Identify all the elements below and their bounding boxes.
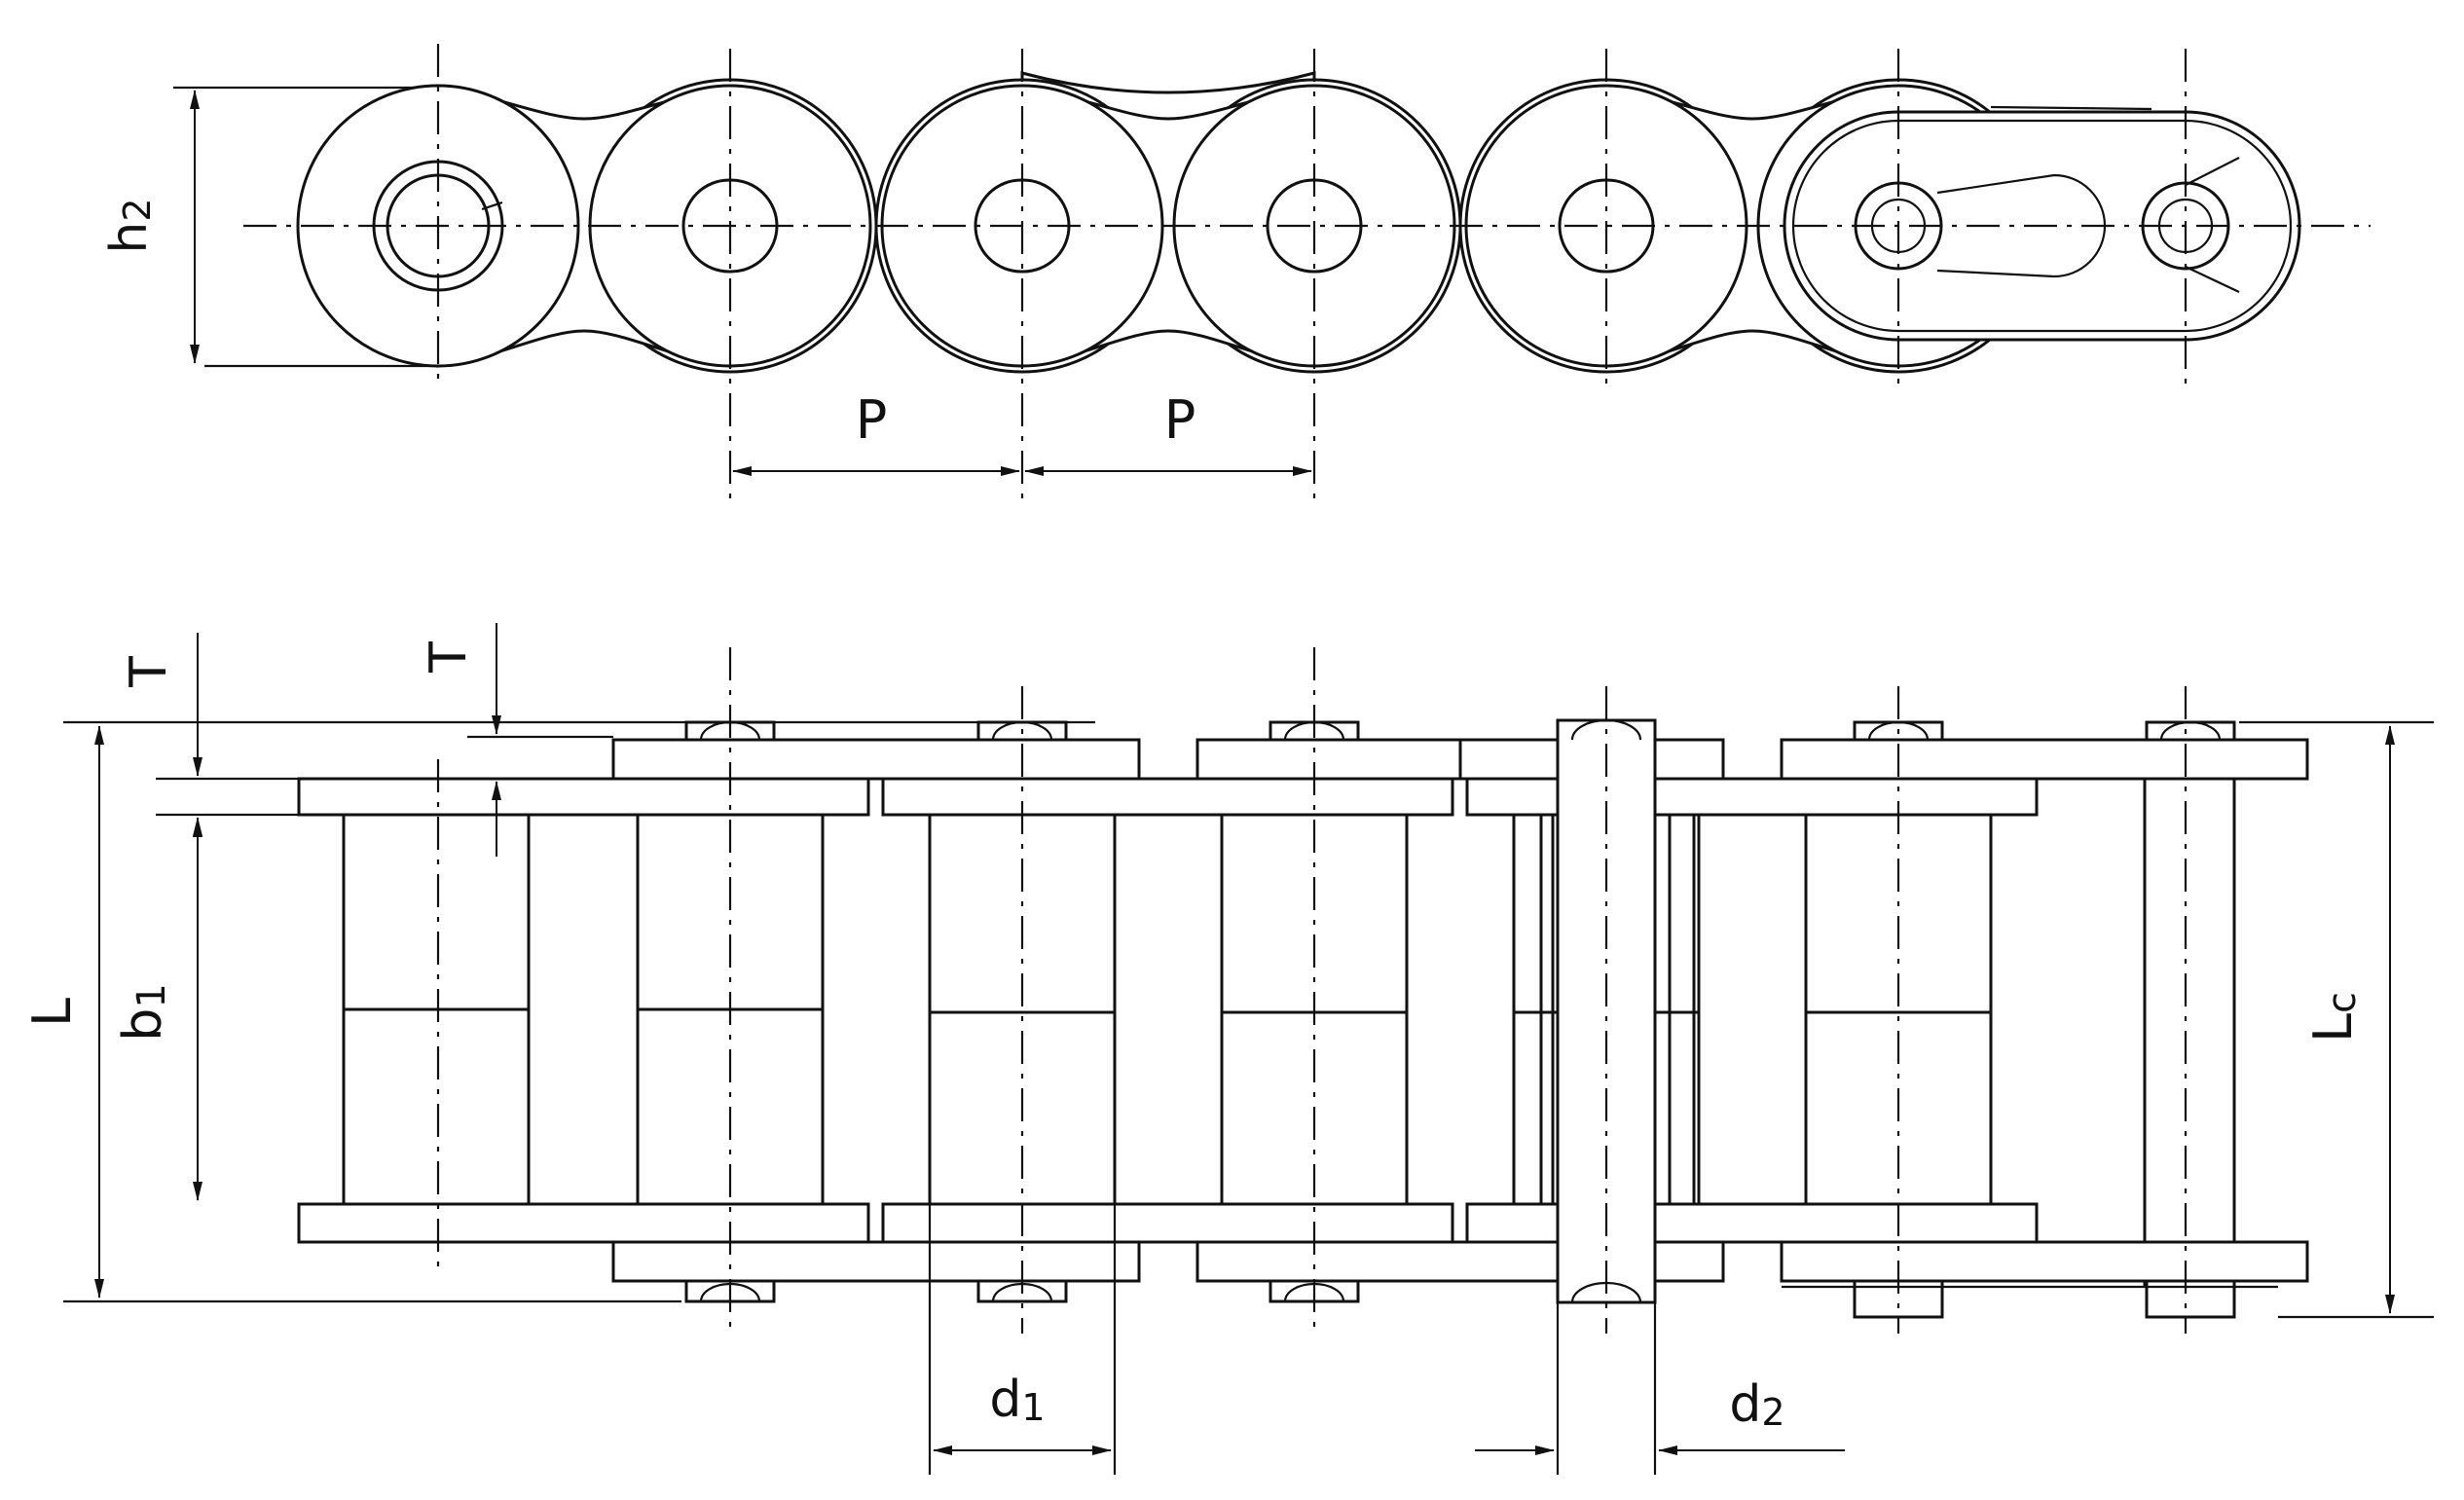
- b1-label: b1: [112, 983, 174, 1042]
- lc-label: Lc: [2302, 992, 2365, 1043]
- pin-link-plates-top-view: [611, 738, 2309, 1289]
- pitch-label-right: P: [1164, 389, 1196, 451]
- d1-label: d1: [989, 1371, 1045, 1429]
- top-view: L T T b1 Lc d1 d2: [21, 623, 2434, 1475]
- d2-label: d2: [1729, 1375, 1784, 1434]
- t-label-left: T: [120, 656, 178, 688]
- roller-link-plates-top-view: [297, 777, 2039, 1244]
- side-vertical-centerlines: [436, 44, 2188, 506]
- l-label: L: [21, 998, 83, 1027]
- h2-label: h2: [100, 198, 159, 253]
- t-label-right: T: [420, 641, 478, 674]
- pitch-label-left: P: [856, 389, 888, 451]
- side-view: h2 P P: [100, 44, 2371, 506]
- top-vertical-centerlines: [436, 647, 2188, 1334]
